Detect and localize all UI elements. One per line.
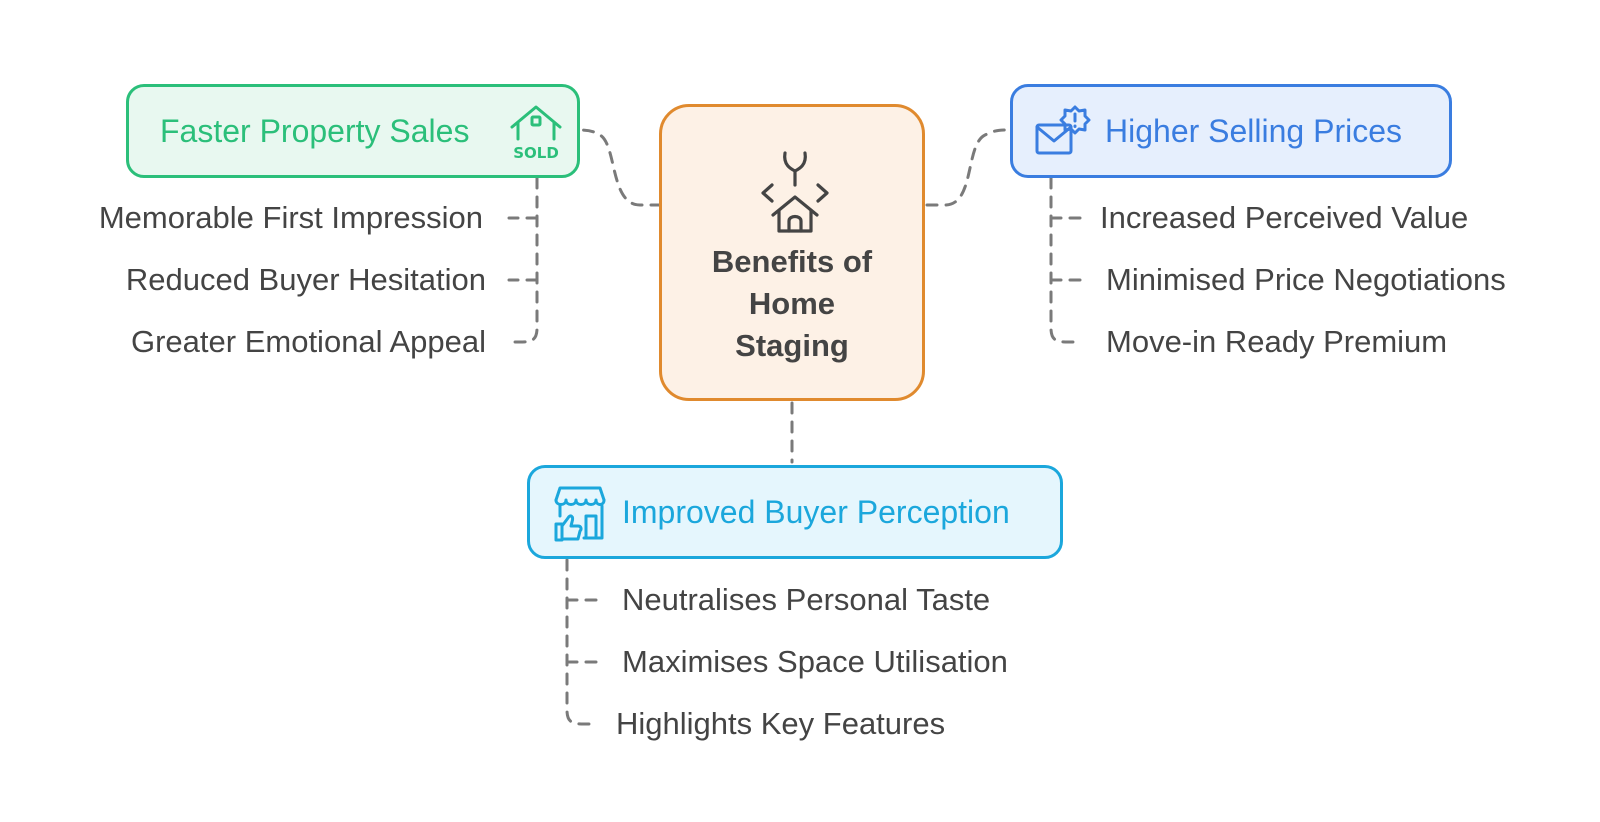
list-item: Increased Perceived Value <box>1100 200 1469 235</box>
branch-right-trunk <box>1049 176 1082 344</box>
faster-property-sales-node: Faster Property Sales SOLD <box>126 84 580 178</box>
center-node: Benefits of Home Staging <box>659 104 925 401</box>
list-item: Highlights Key Features <box>616 706 946 741</box>
branch-bottom-trunk <box>565 558 599 726</box>
list-item: Neutralises Personal Taste <box>622 582 991 617</box>
list-item: Greater Emotional Appeal <box>131 324 486 359</box>
branch-left-trunk <box>505 176 539 344</box>
improved-buyer-perception-node: Improved Buyer Perception <box>527 465 1063 559</box>
price-mail-badge-icon <box>1035 105 1091 155</box>
svg-text:SOLD: SOLD <box>513 144 559 162</box>
center-title: Benefits of Home Staging <box>711 244 873 363</box>
sold-house-icon: SOLD <box>510 105 562 162</box>
home-staging-icon <box>761 151 829 233</box>
store-thumbs-up-icon <box>554 486 606 542</box>
list-item: Move-in Ready Premium <box>1106 324 1448 359</box>
node-title: Faster Property Sales <box>160 112 470 149</box>
list-item: Maximises Space Utilisation <box>622 644 1008 679</box>
node-title: Higher Selling Prices <box>1105 112 1403 149</box>
higher-selling-prices-node: Higher Selling Prices <box>1010 84 1452 178</box>
connector-center-to-left <box>576 128 663 207</box>
list-item: Reduced Buyer Hesitation <box>125 262 486 297</box>
node-title: Improved Buyer Perception <box>622 493 1010 530</box>
list-item: Minimised Price Negotiations <box>1106 262 1506 297</box>
connector-center-to-right <box>925 128 1010 207</box>
list-item: Memorable First Impression <box>98 200 483 235</box>
